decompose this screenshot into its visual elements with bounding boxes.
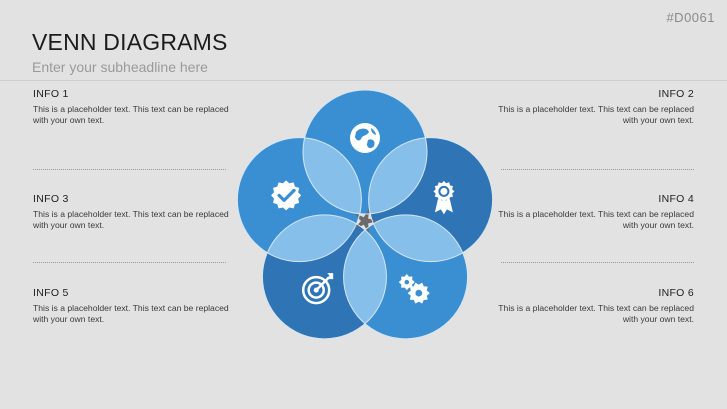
venn-diagram [225,90,505,350]
info-block-6: INFO 6 This is a placeholder text. This … [494,287,694,325]
info-title-1: INFO 1 [33,88,69,100]
venn-outline-3 [343,214,469,340]
divider-right-2 [501,262,694,263]
info-block-3: INFO 3 This is a placeholder text. This … [33,193,233,231]
divider-left-1 [33,169,226,170]
venn-center [353,207,379,235]
info-text-3: This is a placeholder text. This text ca… [33,209,229,230]
info-block-1: INFO 1 This is a placeholder text. This … [33,88,233,126]
page-title: VENN DIAGRAMS [32,29,228,55]
venn-outline-5 [236,137,362,263]
venn-outline-4 [261,214,387,340]
target-icon [301,273,334,305]
info-text-4: This is a placeholder text. This text ca… [498,209,694,230]
info-title-6: INFO 6 [658,287,694,299]
info-title-2: INFO 2 [658,88,694,100]
info-title-5: INFO 5 [33,287,69,299]
page-subtitle: Enter your subheadline here [32,59,208,75]
gears-icon [399,274,430,304]
ribbon-badge-icon [433,180,455,215]
info-text-5: This is a placeholder text. This text ca… [33,303,229,324]
info-text-6: This is a placeholder text. This text ca… [498,303,694,324]
info-title-4: INFO 4 [658,193,694,205]
divider-left-2 [33,262,226,263]
info-block-2: INFO 2 This is a placeholder text. This … [494,88,694,126]
info-title-3: INFO 3 [33,193,69,205]
info-text-1: This is a placeholder text. This text ca… [33,104,229,125]
globe-icon [350,123,380,153]
venn-outline-1 [302,90,428,215]
verified-badge-icon [271,180,302,211]
info-text-2: This is a placeholder text. This text ca… [498,104,694,125]
header-divider [0,80,727,81]
venn-svg [236,90,494,340]
venn-overlap-3 [343,214,387,339]
divider-right-1 [501,169,694,170]
venn-overlap-1 [368,137,427,214]
slide-code: #D0061 [666,10,715,25]
info-block-5: INFO 5 This is a placeholder text. This … [33,287,233,325]
info-block-4: INFO 4 This is a placeholder text. This … [494,193,694,231]
venn-outline-2 [368,137,494,263]
venn-overlap-5 [303,137,362,214]
